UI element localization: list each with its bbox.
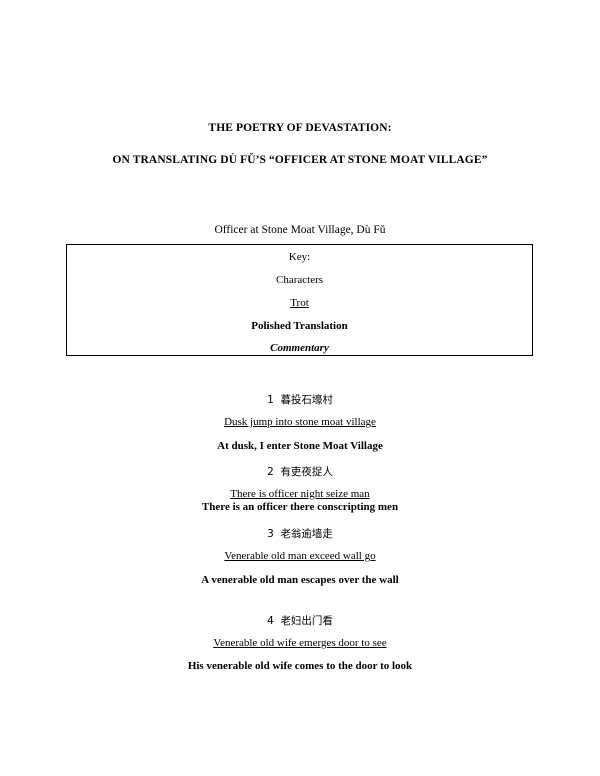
line-2-polished: There is an officer there conscripting m… — [201, 501, 399, 513]
line-1-trot: Dusk jump into stone moat village — [224, 416, 376, 428]
chinese-characters: 有吏夜捉人 — [280, 466, 333, 478]
line-number: 2 — [267, 466, 274, 478]
key-heading: Key: — [288, 251, 311, 263]
line-4-trot: Venerable old wife emerges door to see — [213, 637, 387, 649]
line-2-characters: 2 有吏夜捉人 — [0, 464, 600, 479]
line-number: 3 — [267, 528, 274, 540]
line-number: 4 — [267, 615, 274, 627]
line-number: 1 — [267, 394, 274, 406]
chinese-characters: 老妇出门看 — [280, 615, 333, 627]
chinese-characters: 老翁逾墙走 — [280, 528, 333, 540]
key-characters: Characters — [275, 274, 324, 286]
line-1-characters: 1 暮投石壕村 — [0, 392, 600, 407]
key-trot: Trot — [290, 297, 309, 309]
line-3-polished: A venerable old man escapes over the wal… — [201, 574, 399, 586]
line-2-trot: There is officer night seize man — [230, 488, 370, 500]
key-polished: Polished Translation — [251, 320, 348, 332]
title-line-1: THE POETRY OF DEVASTATION: — [208, 122, 392, 134]
poem-subtitle: Officer at Stone Moat Village, Dù Fǔ — [214, 224, 386, 236]
line-1-polished: At dusk, I enter Stone Moat Village — [217, 440, 383, 452]
title-line-2: ON TRANSLATING DÙ FǓ’S “OFFICER AT STONE… — [112, 154, 488, 166]
key-box: Key: Characters Trot Polished Translatio… — [66, 244, 533, 356]
line-4-characters: 4 老妇出门看 — [0, 613, 600, 628]
key-commentary: Commentary — [270, 342, 329, 354]
line-4-polished: His venerable old wife comes to the door… — [187, 660, 413, 672]
chinese-characters: 暮投石壕村 — [280, 394, 333, 406]
line-3-characters: 3 老翁逾墙走 — [0, 526, 600, 541]
line-3-trot: Venerable old man exceed wall go — [224, 550, 376, 562]
